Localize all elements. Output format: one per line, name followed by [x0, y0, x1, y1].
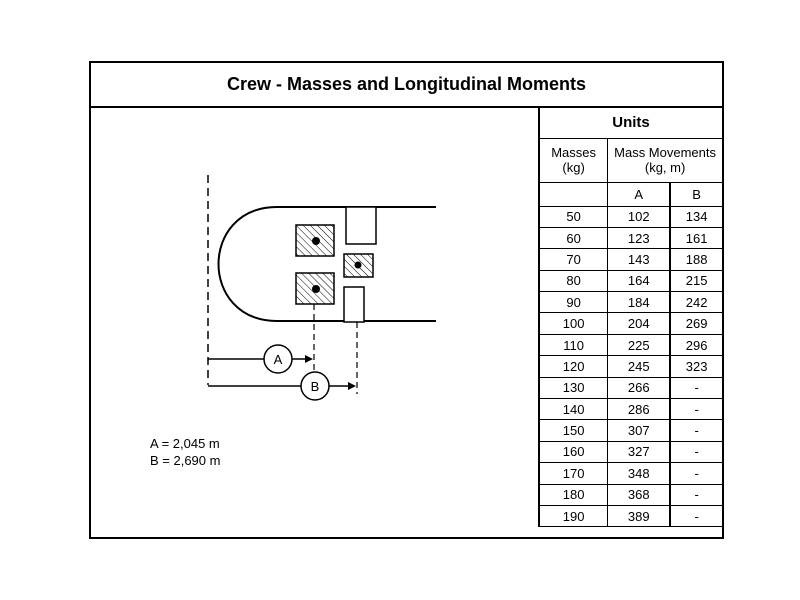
- moment-b-cell: 161: [669, 226, 722, 250]
- mass-cell: 80: [538, 269, 609, 293]
- moment-a-cell: 348: [607, 462, 672, 485]
- moment-b-cell: 134: [669, 205, 722, 228]
- masses-header-text: Masses: [551, 145, 596, 160]
- masses-header-text: (kg): [562, 160, 585, 175]
- moments-header: Mass Movements(kg, m): [607, 137, 722, 183]
- moment-b-cell: 296: [669, 333, 722, 357]
- chart-frame: Crew - Masses and Longitudinal Moments A: [89, 61, 724, 539]
- moment-b-cell: -: [669, 398, 722, 421]
- cg-point-front-bottom: [312, 285, 320, 293]
- moment-a-cell: 286: [607, 398, 672, 421]
- arrow-a-head: [305, 355, 313, 363]
- legend-a: A = 2,045 m: [150, 436, 220, 451]
- mass-cell: 110: [538, 333, 609, 357]
- mass-cell: 50: [538, 205, 609, 228]
- col-b-header: B: [669, 181, 722, 207]
- moment-b-cell: -: [669, 376, 722, 400]
- moment-b-cell: -: [669, 419, 722, 442]
- mass-cell: 140: [538, 398, 609, 421]
- moment-a-cell: 164: [607, 269, 672, 293]
- mass-cell: 70: [538, 248, 609, 271]
- moment-a-cell: 143: [607, 248, 672, 271]
- moment-a-cell: 225: [607, 333, 672, 357]
- mass-cell: 120: [538, 355, 609, 378]
- mass-cell: 150: [538, 419, 609, 442]
- mass-cell: 170: [538, 462, 609, 485]
- moment-a-cell: 389: [607, 504, 672, 528]
- moment-b-cell: 215: [669, 269, 722, 293]
- moment-b-cell: -: [669, 504, 722, 528]
- moment-b-cell: -: [669, 462, 722, 485]
- label-b: B: [311, 379, 320, 394]
- moment-a-cell: 102: [607, 205, 672, 228]
- mass-cell: 60: [538, 226, 609, 250]
- mass-cell: 130: [538, 376, 609, 400]
- distance-legend: A = 2,045 m B = 2,690 m: [150, 435, 220, 469]
- moments-table: Units Masses(kg) Mass Movements(kg, m) A…: [538, 108, 722, 528]
- moment-b-cell: 323: [669, 355, 722, 378]
- rear-panel-bottom: [343, 286, 365, 323]
- moment-b-cell: 242: [669, 291, 722, 314]
- moment-b-cell: 188: [669, 248, 722, 271]
- col-a-header: A: [607, 181, 672, 207]
- rear-panel-top: [345, 206, 377, 245]
- cg-point-front-top: [312, 237, 320, 245]
- mass-cell: 90: [538, 291, 609, 314]
- moment-a-cell: 266: [607, 376, 672, 400]
- moment-a-cell: 184: [607, 291, 672, 314]
- masses-header: Masses(kg): [538, 137, 609, 183]
- fuselage-outline: [217, 206, 436, 322]
- label-a-circle: [263, 344, 293, 374]
- moment-a-cell: 327: [607, 440, 672, 464]
- moment-a-cell: 245: [607, 355, 672, 378]
- moment-b-cell: 269: [669, 312, 722, 335]
- label-b-circle: [300, 371, 330, 401]
- cockpit-diagram: A B: [207, 175, 436, 401]
- moment-b-cell: -: [669, 440, 722, 464]
- legend-b: B = 2,690 m: [150, 453, 221, 468]
- arrow-b-head: [348, 382, 356, 390]
- moment-a-cell: 368: [607, 483, 672, 506]
- moment-a-cell: 123: [607, 226, 672, 250]
- mass-cell: 190: [538, 504, 609, 528]
- mass-cell: 100: [538, 312, 609, 335]
- cg-point-rear: [354, 261, 362, 269]
- units-header: Units: [538, 108, 722, 139]
- moment-a-cell: 204: [607, 312, 672, 335]
- moment-b-cell: -: [669, 483, 722, 506]
- label-a: A: [274, 352, 283, 367]
- blank-subheader: [538, 181, 609, 207]
- moments-header-text: (kg, m): [644, 160, 686, 175]
- moment-a-cell: 307: [607, 419, 672, 442]
- mass-cell: 180: [538, 483, 609, 506]
- mass-cell: 160: [538, 440, 609, 464]
- page-title: Crew - Masses and Longitudinal Moments: [91, 63, 722, 108]
- moments-header-text: Mass Movements: [614, 145, 717, 160]
